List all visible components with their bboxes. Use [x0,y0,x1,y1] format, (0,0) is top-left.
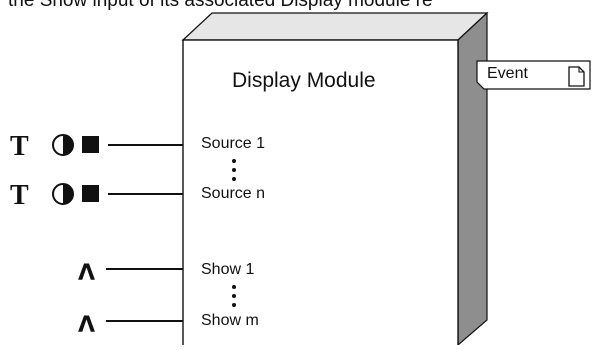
text-type-icon: T [10,180,29,211]
port-label-show-m: Show m [201,312,259,329]
show-ellipsis [232,285,236,307]
document-icon [568,66,585,87]
half-filled-circle-icon [52,134,74,156]
text-type-icon: T [10,131,29,162]
filled-square-icon [82,185,99,202]
port-label-source-1: Source 1 [201,135,266,152]
event-output-label: Event [487,65,528,82]
port-label-source-n: Source n [201,185,266,202]
port-label-show-1: Show 1 [201,261,255,278]
pulse-icon: Λ [78,313,95,338]
filled-square-icon [82,136,99,153]
event-output-box [476,60,591,90]
module-title: Display Module [232,69,376,92]
module-box-front [182,39,459,350]
half-filled-circle-icon [52,183,74,205]
module-box-top [181,12,489,41]
source-ellipsis [232,159,236,181]
pulse-icon: Λ [78,261,95,286]
figure-caption: the Show input of its associated Display… [8,0,433,11]
